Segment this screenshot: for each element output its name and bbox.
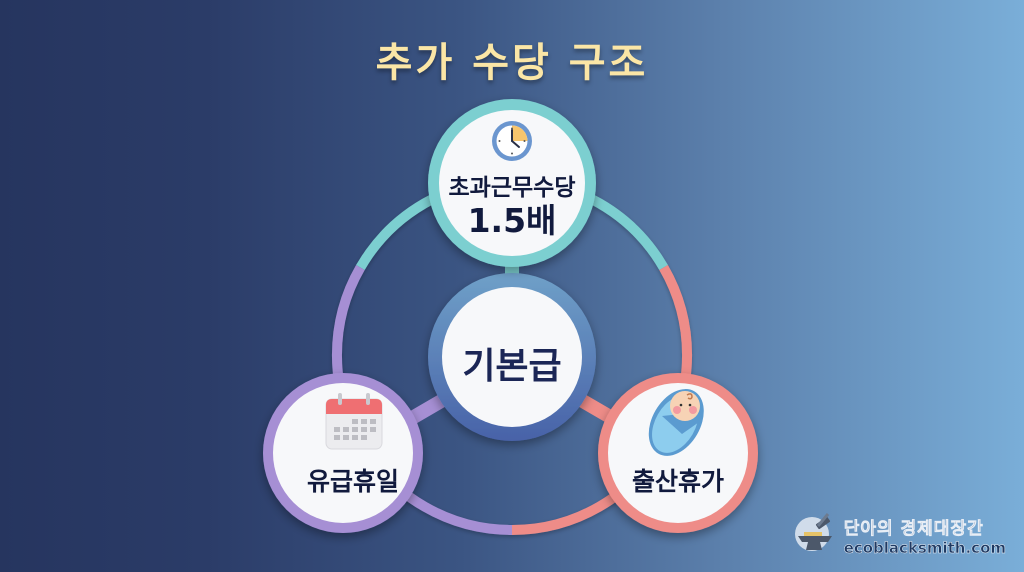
node-right-label: 출산휴가 — [631, 467, 724, 496]
baby-icon — [648, 389, 704, 456]
watermark: 단아의 경제대장간 ecoblacksmith.com — [792, 512, 1006, 558]
calendar-icon — [325, 393, 383, 450]
watermark-url: ecoblacksmith.com — [843, 538, 1006, 557]
anvil-hammer-icon — [794, 513, 832, 551]
watermark-title: 단아의 경제대장간 — [843, 518, 984, 539]
node-left-label: 유급휴일 — [306, 467, 399, 496]
node-top-label: 초과근무수당 — [448, 175, 576, 201]
center-node — [428, 273, 596, 441]
node-top-sublabel: 1.5배 — [467, 201, 557, 240]
clock-icon — [492, 121, 532, 161]
center-node-label: 기본급 — [462, 346, 562, 387]
node-left — [263, 373, 423, 533]
node-top — [428, 99, 596, 267]
page-title: 추가 수당 구조 — [375, 40, 649, 86]
